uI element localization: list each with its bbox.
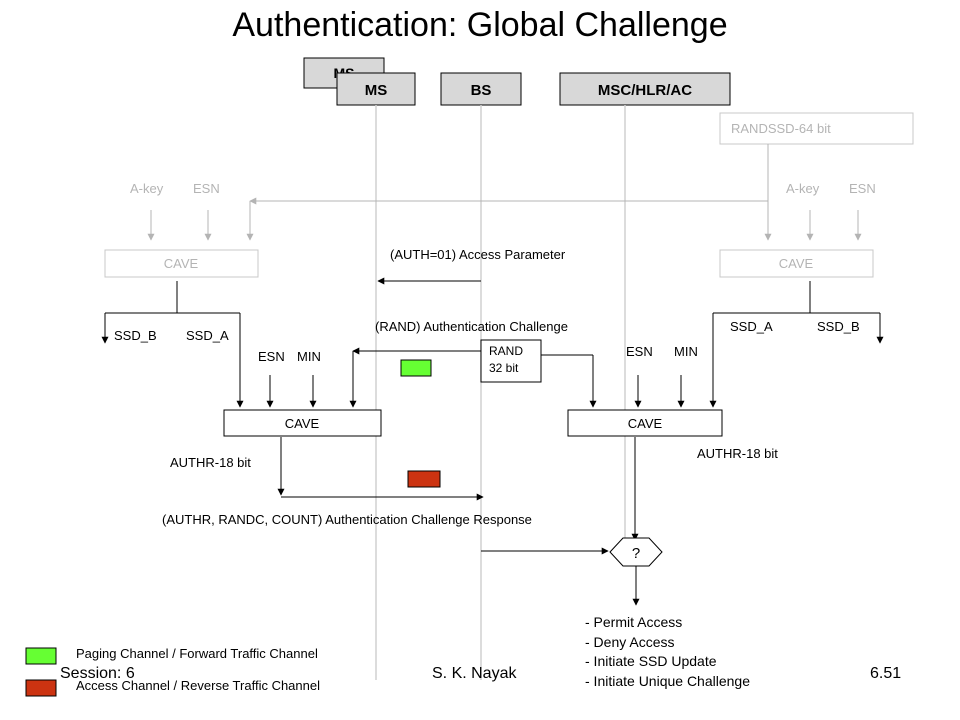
ms-cave-bottom-label: CAVE [285, 416, 320, 431]
footer-page-number: 6.51 [870, 665, 901, 682]
ms-esn-label: ESN [193, 181, 220, 196]
ms-akey-label: A-key [130, 181, 164, 196]
net-cave-top-label: CAVE [779, 256, 814, 271]
forward-channel-marker [400, 359, 432, 377]
net-ssd-a-label: SSD_A [730, 319, 773, 334]
rand-box [480, 339, 542, 383]
ms-esn2-label: ESN [258, 349, 285, 364]
net-esn2-label: ESN [626, 344, 653, 359]
ms-ssd-b-label: SSD_B [114, 328, 157, 343]
net-min-label: MIN [674, 344, 698, 359]
net-cave-top-box [719, 249, 874, 278]
reverse-channel-marker [407, 470, 441, 488]
auth-challenge-label: (RAND) Authentication Challenge [375, 319, 568, 334]
footer-author: S. K. Nayak [432, 665, 517, 682]
ms-entity-box [336, 72, 416, 106]
access-parameter-label: (AUTH=01) Access Parameter [390, 247, 566, 262]
ms-cave-top-box [104, 249, 259, 278]
legend-forward-label: Paging Channel / Forward Traffic Channel [76, 646, 318, 661]
randssd-label: RANDSSD-64 bit [731, 121, 831, 136]
net-cave-bottom-label: CAVE [628, 416, 663, 431]
net-ssd-b-label: SSD_B [817, 319, 860, 334]
net-esn-label: ESN [849, 181, 876, 196]
outcome-deny-access: - Deny Access [585, 634, 674, 650]
legend-reverse-swatch [25, 679, 57, 697]
bs-entity-label: BS [471, 82, 492, 99]
legend-reverse-label: Access Channel / Reverse Traffic Channel [76, 678, 320, 693]
ms-ssd-a-label: SSD_A [186, 328, 229, 343]
net-cave-bottom-box [567, 409, 723, 437]
legend-forward-swatch [25, 647, 57, 665]
decision-node [609, 537, 663, 567]
msc-entity-label: MSC/HLR/AC [598, 82, 692, 99]
msc-entity-box [559, 72, 731, 106]
ms-min-label: MIN [297, 349, 321, 364]
outcome-initiate-unique-challenge: - Initiate Unique Challenge [585, 673, 750, 689]
rand-label-line2: 32 bit [489, 361, 519, 375]
footer-session: Session: 6 [60, 665, 135, 682]
randssd-box [719, 112, 914, 145]
rand-label-line1: RAND [489, 344, 523, 358]
outcome-initiate-ssd-update: - Initiate SSD Update [585, 653, 717, 669]
response-label: (AUTHR, RANDC, COUNT) Authentication Cha… [162, 512, 532, 527]
ms-authr-label: AUTHR-18 bit [170, 455, 251, 470]
slide-title: Authentication: Global Challenge [232, 6, 728, 44]
net-akey-label: A-key [786, 181, 820, 196]
net-authr-label: AUTHR-18 bit [697, 446, 778, 461]
ms-cave-bottom-box [223, 409, 382, 437]
ms-entity-label: MS [365, 82, 388, 99]
ms-cave-top-label: CAVE [164, 256, 199, 271]
decision-label: ? [632, 545, 640, 562]
outcome-permit-access: - Permit Access [585, 614, 682, 630]
